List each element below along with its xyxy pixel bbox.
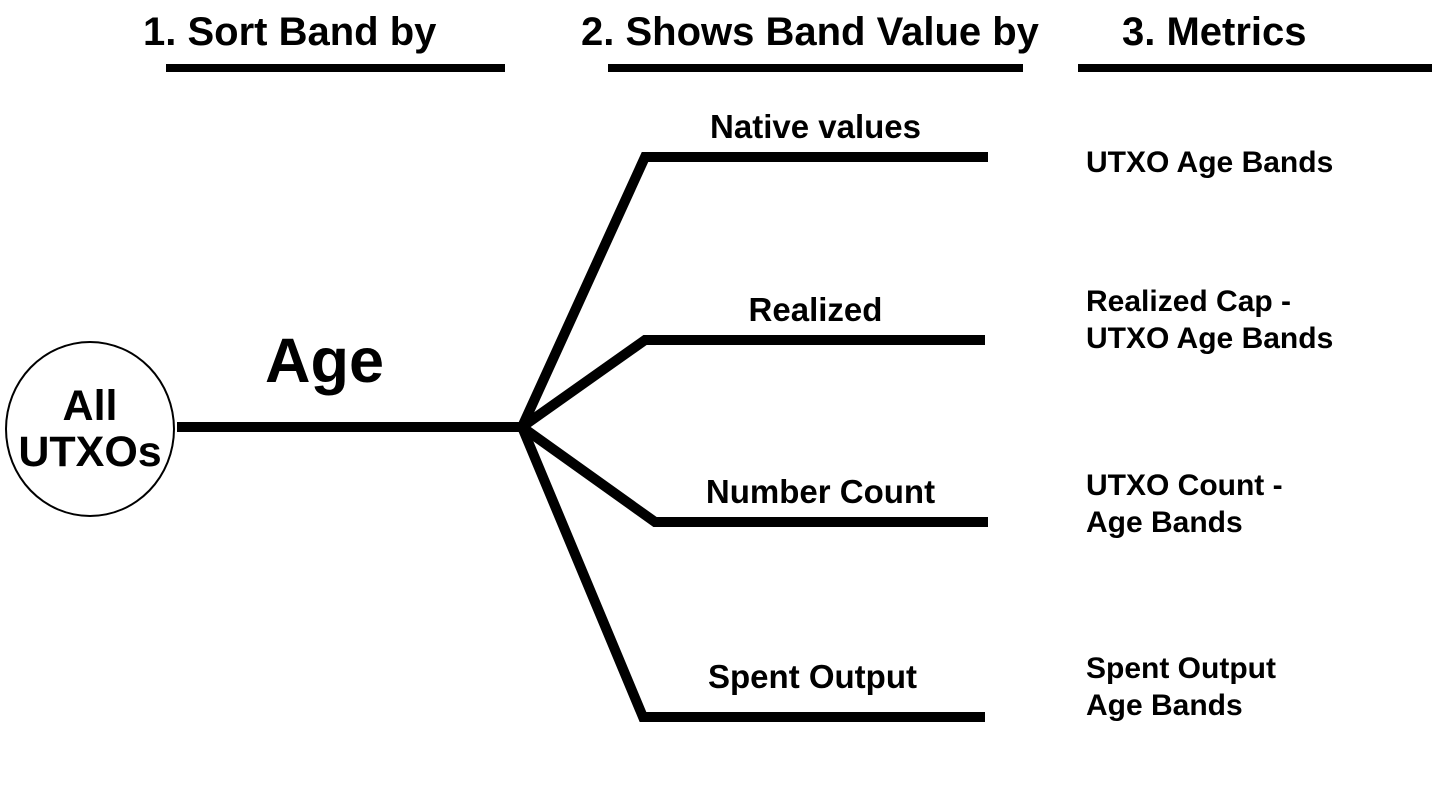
root-node-all-utxos[interactable]: All UTXOs (5, 341, 175, 517)
metric-utxo-count-age-bands: UTXO Count - Age Bands (1086, 469, 1283, 539)
metric-spent-output-age-bands: Spent Output Age Bands (1086, 652, 1276, 722)
column-header-2: 2. Shows Band Value by (581, 10, 1039, 54)
metric-utxo-age-bands: UTXO Age Bands (1086, 146, 1334, 179)
column-header-3: 3. Metrics (1122, 10, 1307, 54)
root-node-line-1: All (62, 381, 118, 430)
branch-label-spent-output: Spent Output (708, 658, 917, 695)
branch-label-native-values: Native values (710, 108, 921, 145)
root-node-line-2: UTXOs (18, 428, 162, 476)
column-header-1: 1. Sort Band by (143, 10, 437, 54)
column-header-rule-3 (1078, 64, 1432, 72)
column-header-rule-2 (608, 64, 1023, 72)
metric-realized-cap-utxo-age-bands: Realized Cap - UTXO Age Bands (1086, 285, 1334, 355)
branch-label-realized: Realized (748, 291, 883, 328)
trunk-label-age: Age (265, 326, 385, 396)
branch-label-number-count: Number Count (705, 473, 936, 510)
column-header-rule-1 (166, 64, 505, 72)
branch-line-2 (519, 335, 985, 432)
